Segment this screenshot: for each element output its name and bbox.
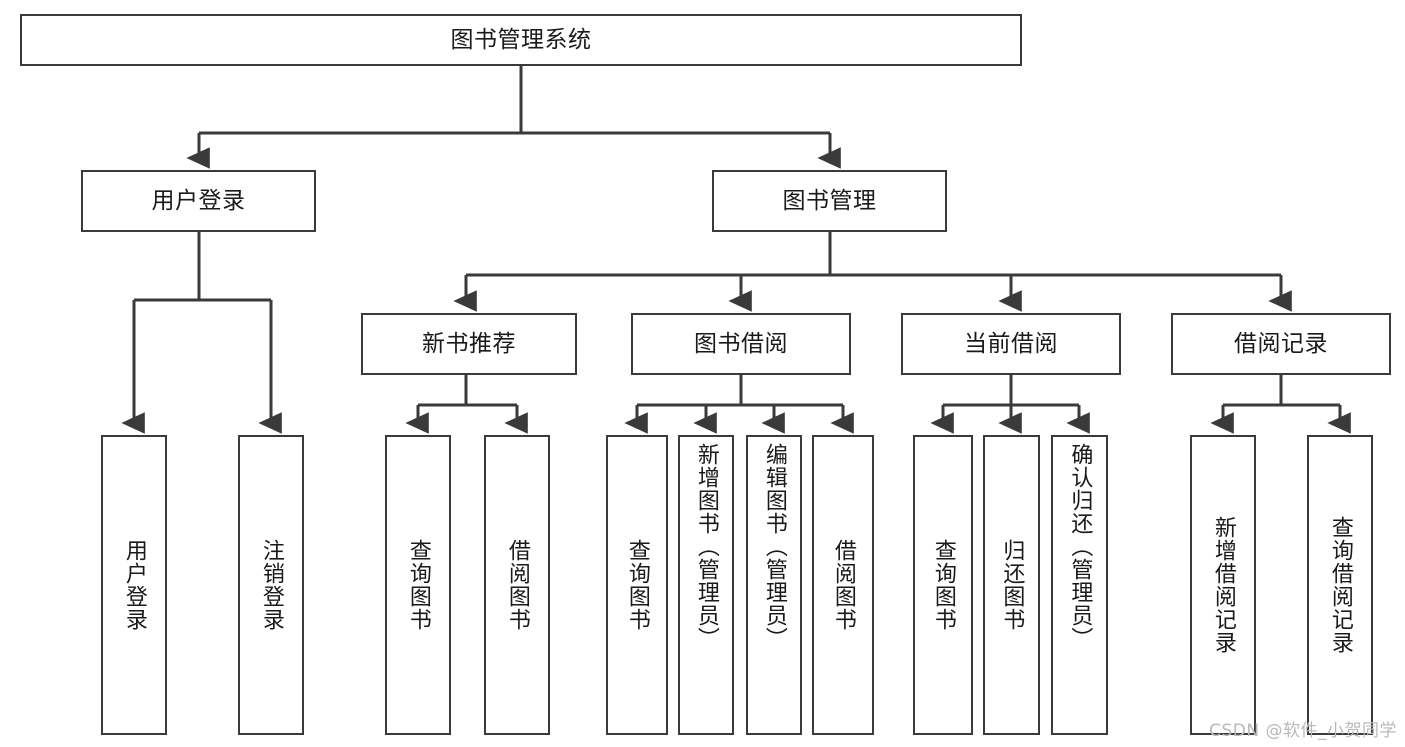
node-label: 注销登录 xyxy=(258,539,284,631)
leaf-edit-book[interactable]: 编辑图书（管理员） xyxy=(746,435,802,735)
node-label: 图书借阅 xyxy=(694,330,788,357)
node-label: 新书推荐 xyxy=(422,330,516,357)
node-label: 借阅图书 xyxy=(504,539,530,631)
node-label: 新增借阅记录 xyxy=(1210,516,1236,654)
leaf-add-book[interactable]: 新增图书（管理员） xyxy=(678,435,734,735)
node-label: 新增图书（管理员） xyxy=(693,443,719,650)
leaf-borrow-book-1[interactable]: 借阅图书 xyxy=(484,435,550,735)
node-root-system[interactable]: 图书管理系统 xyxy=(20,14,1022,66)
node-new-book-recommend[interactable]: 新书推荐 xyxy=(361,313,577,375)
node-label: 借阅图书 xyxy=(830,539,856,631)
node-label: 图书管理 xyxy=(782,187,877,214)
leaf-query-book-2[interactable]: 查询图书 xyxy=(606,435,668,735)
node-current-borrow[interactable]: 当前借阅 xyxy=(901,313,1121,375)
leaf-logout-login[interactable]: 注销登录 xyxy=(238,435,304,735)
node-label: 编辑图书（管理员） xyxy=(761,443,787,650)
node-book-borrow[interactable]: 图书借阅 xyxy=(631,313,851,375)
node-label: 确认归还（管理员） xyxy=(1067,443,1093,650)
leaf-borrow-book-2[interactable]: 借阅图书 xyxy=(812,435,874,735)
node-book-manage[interactable]: 图书管理 xyxy=(712,170,947,232)
node-label: 用户登录 xyxy=(121,539,147,631)
node-borrow-record[interactable]: 借阅记录 xyxy=(1171,313,1391,375)
node-user-login[interactable]: 用户登录 xyxy=(81,170,316,232)
node-label: 图书管理系统 xyxy=(450,26,592,53)
node-label: 查询图书 xyxy=(930,539,956,631)
leaf-add-record[interactable]: 新增借阅记录 xyxy=(1190,435,1256,735)
node-label: 借阅记录 xyxy=(1234,330,1328,357)
leaf-query-book-1[interactable]: 查询图书 xyxy=(385,435,451,735)
node-label: 归还图书 xyxy=(999,539,1025,631)
node-label: 当前借阅 xyxy=(964,330,1058,357)
leaf-user-login[interactable]: 用户登录 xyxy=(101,435,167,735)
node-label: 用户登录 xyxy=(151,187,246,214)
leaf-query-book-3[interactable]: 查询图书 xyxy=(913,435,973,735)
watermark-credit: CSDN @软件_小贺同学 xyxy=(1209,721,1397,741)
node-label: 查询图书 xyxy=(405,539,431,631)
node-label: 查询借阅记录 xyxy=(1327,516,1353,654)
node-label: 查询图书 xyxy=(624,539,650,631)
leaf-return-book[interactable]: 归还图书 xyxy=(983,435,1040,735)
leaf-confirm-return[interactable]: 确认归还（管理员） xyxy=(1051,435,1108,735)
leaf-query-record[interactable]: 查询借阅记录 xyxy=(1307,435,1373,735)
